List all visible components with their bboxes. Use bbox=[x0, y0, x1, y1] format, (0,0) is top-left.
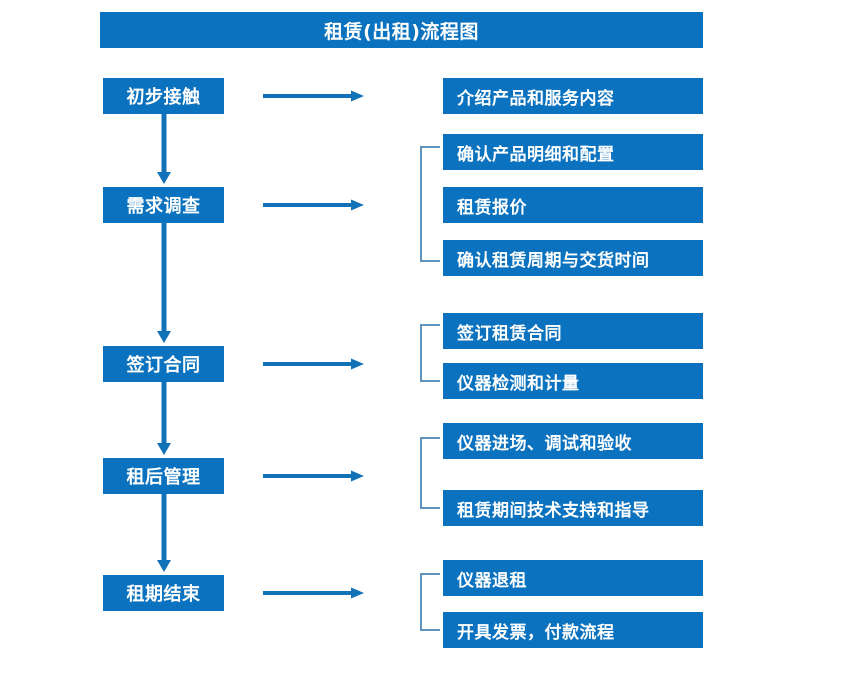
detail-label: 开具发票，付款流程 bbox=[457, 622, 615, 643]
detail-box-confirm-product-details[interactable]: 确认产品明细和配置 bbox=[443, 134, 703, 170]
group-bracket-icon-1 bbox=[419, 146, 441, 262]
stage-label: 需求调查 bbox=[126, 196, 201, 217]
detail-box-confirm-rental-period[interactable]: 确认租赁周期与交货时间 bbox=[443, 240, 703, 276]
detail-box-instrument-inspection[interactable]: 仪器检测和计量 bbox=[443, 363, 703, 399]
arrow-right-icon-3 bbox=[263, 358, 365, 370]
stage-label: 租期结束 bbox=[126, 584, 201, 605]
detail-box-rental-quotation[interactable]: 租赁报价 bbox=[443, 187, 703, 223]
arrow-right-icon-5 bbox=[263, 587, 365, 599]
group-bracket-icon-3 bbox=[419, 437, 441, 509]
detail-box-sign-rental-contract[interactable]: 签订租赁合同 bbox=[443, 313, 703, 349]
detail-label: 租赁报价 bbox=[457, 197, 527, 218]
arrow-right-icon-4 bbox=[263, 470, 365, 482]
arrow-down-icon-3 bbox=[156, 382, 172, 456]
detail-box-invoice-payment[interactable]: 开具发票，付款流程 bbox=[443, 612, 703, 648]
flowchart-title-bar: 租赁(出租)流程图 bbox=[100, 12, 703, 48]
detail-label: 介绍产品和服务内容 bbox=[457, 88, 615, 109]
stage-label: 签订合同 bbox=[126, 355, 201, 376]
detail-box-technical-support[interactable]: 租赁期间技术支持和指导 bbox=[443, 490, 703, 526]
detail-box-instrument-return[interactable]: 仪器退租 bbox=[443, 560, 703, 596]
detail-box-introduce-products[interactable]: 介绍产品和服务内容 bbox=[443, 78, 703, 114]
stage-box-initial-contact[interactable]: 初步接触 bbox=[103, 78, 224, 114]
group-bracket-icon-4 bbox=[419, 573, 441, 631]
arrow-right-icon-2 bbox=[263, 199, 365, 211]
arrow-down-icon-1 bbox=[156, 114, 172, 185]
detail-label: 确认产品明细和配置 bbox=[457, 144, 615, 165]
page-title: 租赁(出租)流程图 bbox=[324, 20, 479, 43]
group-bracket-icon-2 bbox=[419, 324, 441, 382]
detail-label: 仪器退租 bbox=[457, 570, 527, 591]
detail-box-instrument-entry-commissioning[interactable]: 仪器进场、调试和验收 bbox=[443, 423, 703, 459]
detail-label: 确认租赁周期与交货时间 bbox=[457, 250, 650, 271]
detail-label: 签订租赁合同 bbox=[457, 323, 562, 344]
arrow-down-icon-2 bbox=[156, 223, 172, 344]
arrow-down-icon-4 bbox=[156, 494, 172, 573]
stage-label: 初步接触 bbox=[126, 87, 201, 108]
stage-label: 租后管理 bbox=[126, 467, 201, 488]
stage-box-rental-end[interactable]: 租期结束 bbox=[103, 575, 224, 611]
stage-box-needs-survey[interactable]: 需求调查 bbox=[103, 187, 224, 223]
detail-label: 仪器检测和计量 bbox=[457, 373, 580, 394]
stage-box-post-rental-management[interactable]: 租后管理 bbox=[103, 458, 224, 494]
detail-label: 租赁期间技术支持和指导 bbox=[457, 500, 650, 521]
stage-box-sign-contract[interactable]: 签订合同 bbox=[103, 346, 224, 382]
arrow-right-icon-1 bbox=[263, 90, 365, 102]
detail-label: 仪器进场、调试和验收 bbox=[457, 433, 632, 454]
